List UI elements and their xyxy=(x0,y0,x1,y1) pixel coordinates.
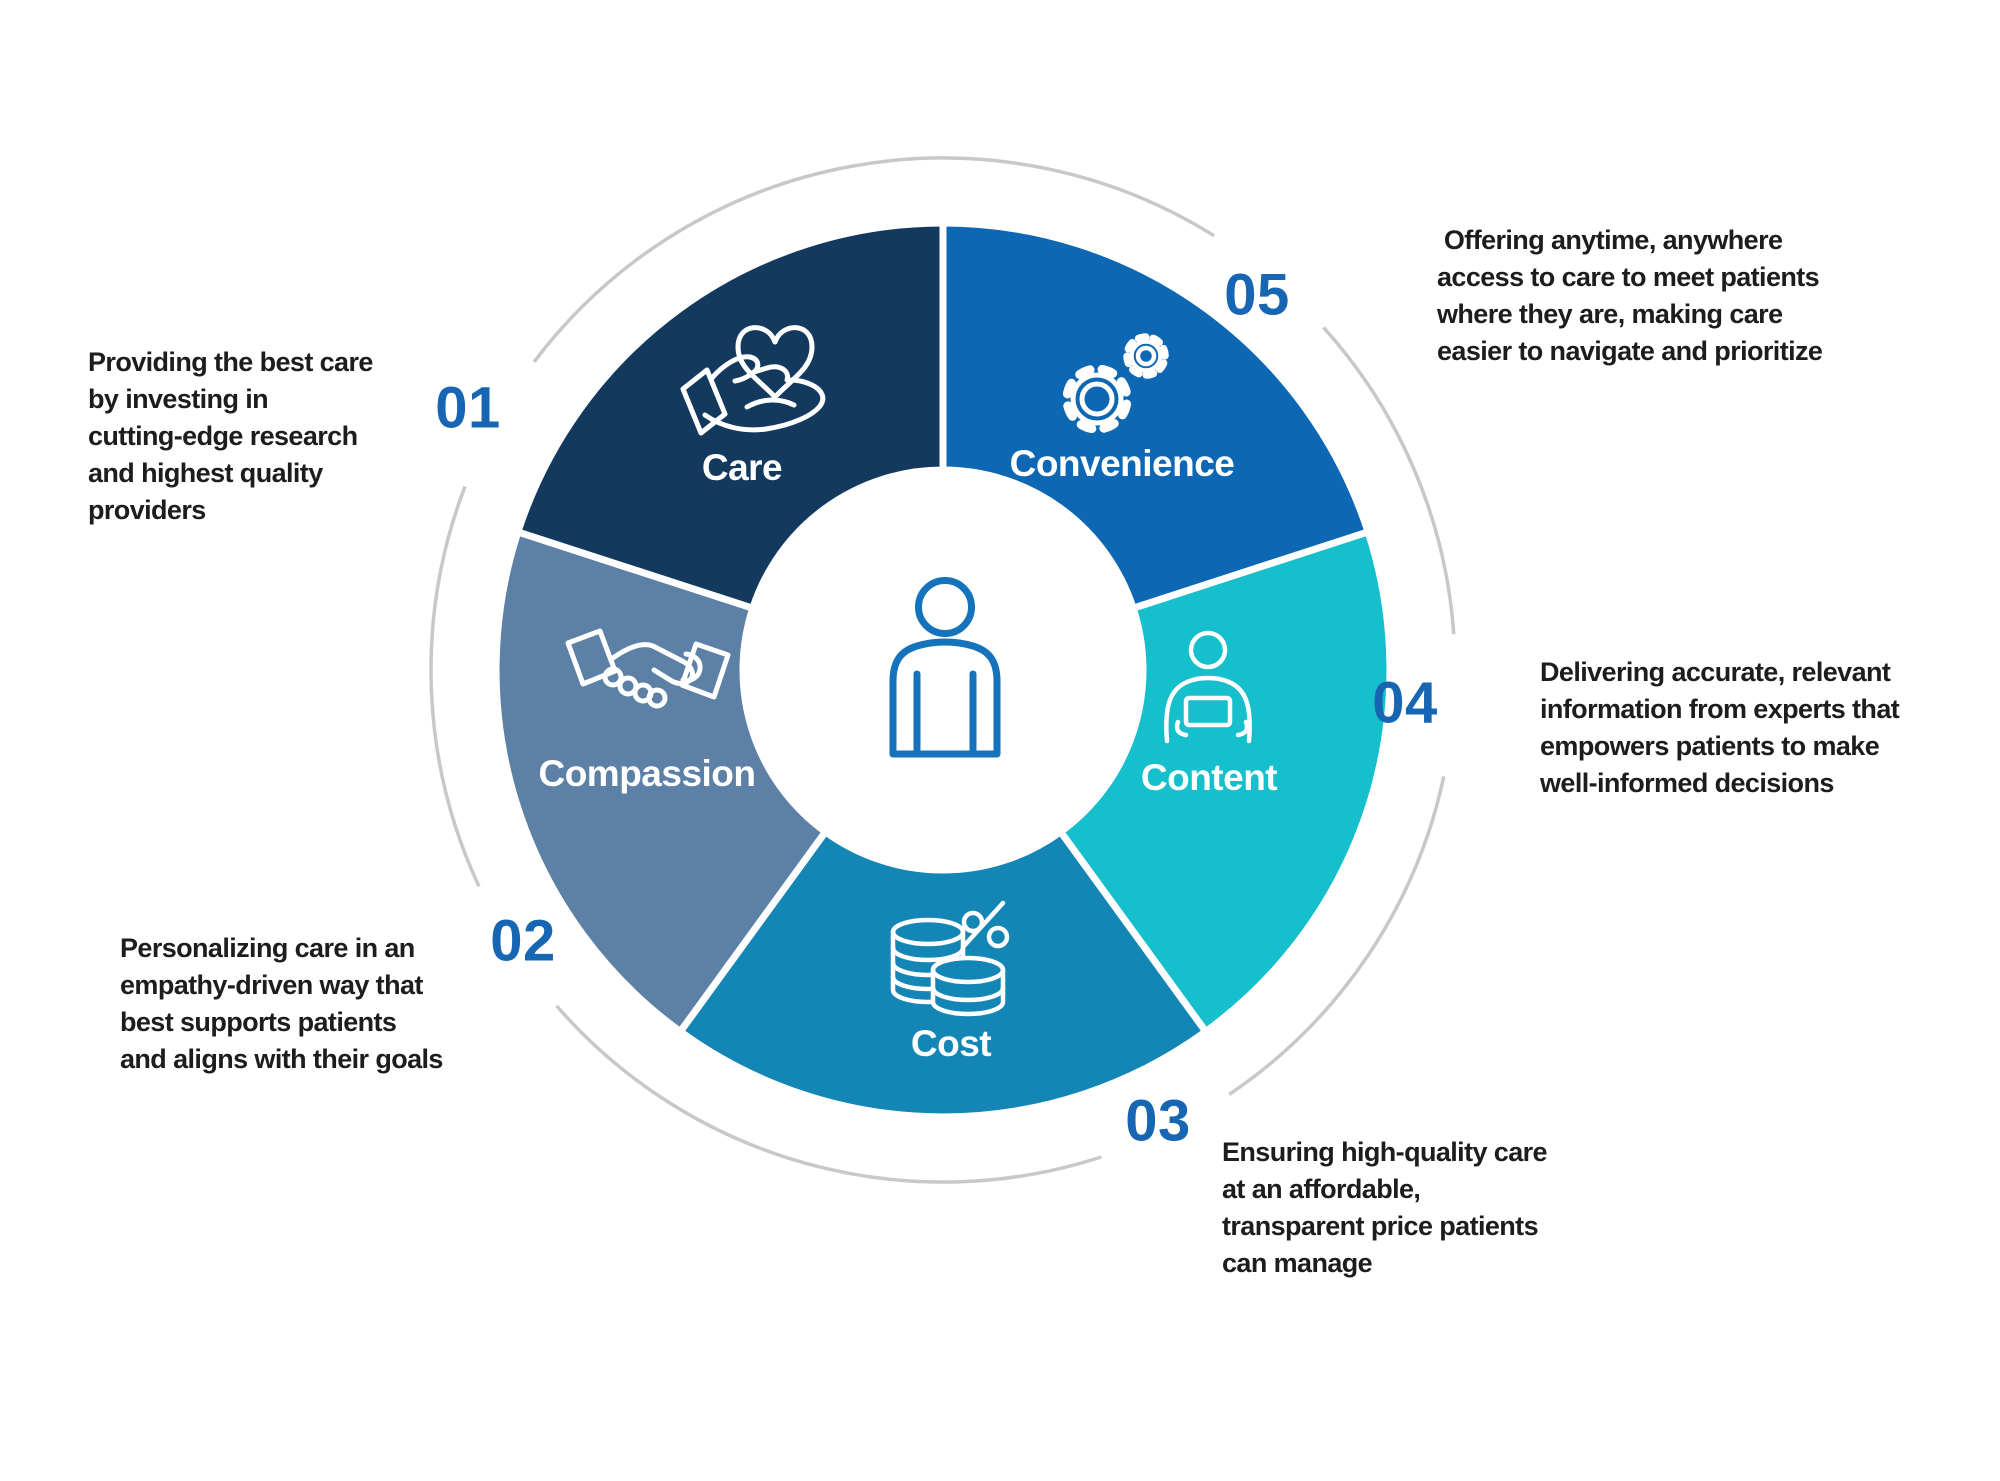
callout-text-line: Providing the best care xyxy=(88,347,373,377)
segment-labels: Care Convenience Content Cost Compassion xyxy=(538,443,1277,1064)
callout-04-text: Delivering accurate, relevant informatio… xyxy=(1540,654,1900,802)
callout-text-line: Offering anytime, anywhere xyxy=(1437,225,1783,255)
callout-text-line: information from experts that xyxy=(1540,694,1900,724)
callout-05-number: 05 xyxy=(1224,262,1290,328)
callout-04-number: 04 xyxy=(1372,670,1438,736)
callout-02-number: 02 xyxy=(490,908,556,974)
callout-text-line: easier to navigate and prioritize xyxy=(1437,336,1823,366)
callout-text-line: transparent price patients xyxy=(1222,1211,1539,1241)
hand-holding-heart-icon xyxy=(680,325,826,436)
callout-text-line: providers xyxy=(88,495,206,525)
callout-text-line: empowers patients to make xyxy=(1540,731,1880,761)
callout-05-text: Offering anytime, anywhere access to car… xyxy=(1437,222,1823,370)
callout-text-line: access to care to meet patients xyxy=(1437,262,1820,292)
callout-03-number: 03 xyxy=(1125,1088,1191,1154)
callout-text-line: Personalizing care in an xyxy=(120,933,415,963)
outer-ring-arc xyxy=(1322,326,1456,635)
callout-01-number: 01 xyxy=(435,375,501,441)
segment-compassion-wedge xyxy=(492,528,829,1036)
callout-text-line: empathy-driven way that xyxy=(120,970,423,1000)
segment-cost-label: Cost xyxy=(911,1023,991,1064)
person-reading-icon xyxy=(1164,630,1252,744)
callout-text-line: by investing in xyxy=(88,384,269,414)
callout-text-line: and highest quality xyxy=(88,458,323,488)
handshake-icon xyxy=(565,628,731,709)
outer-ring xyxy=(429,156,1456,1184)
outer-ring-arc xyxy=(1228,776,1446,1096)
callout-01-text: Providing the best care by investing in … xyxy=(88,344,373,529)
callout-text-line: where they are, making care xyxy=(1437,299,1783,329)
callout-text-line: well-informed decisions xyxy=(1540,768,1834,798)
person-icon xyxy=(889,577,1001,758)
segment-compassion-label: Compassion xyxy=(538,753,755,794)
coins-percent-icon xyxy=(890,900,1010,1017)
callout-03-text: Ensuring high-quality care at an afforda… xyxy=(1222,1134,1548,1282)
callout-02-text: Personalizing care in an empathy-driven … xyxy=(120,930,443,1078)
outer-ring-arc xyxy=(429,485,481,888)
callout-text-line: best supports patients xyxy=(120,1007,397,1037)
callout-text-line: can manage xyxy=(1222,1248,1373,1278)
segment-care-label: Care xyxy=(702,447,782,488)
segment-content-wedge xyxy=(1057,528,1394,1036)
outer-ring-arc xyxy=(532,156,1216,363)
segment-content-label: Content xyxy=(1141,757,1277,798)
outer-ring-arc xyxy=(555,1004,1102,1184)
segment-convenience-wedge xyxy=(939,219,1372,612)
callout-text-line: Delivering accurate, relevant xyxy=(1540,657,1891,687)
callout-text-line: cutting-edge research xyxy=(88,421,358,451)
callout-text-line: Ensuring high-quality care xyxy=(1222,1137,1548,1167)
gears-icon xyxy=(1062,333,1169,434)
callout-text-line: and aligns with their goals xyxy=(120,1044,443,1074)
segment-convenience-label: Convenience xyxy=(1010,443,1235,484)
callout-text-line: at an affordable, xyxy=(1222,1174,1421,1204)
segment-care-wedge xyxy=(514,219,947,612)
